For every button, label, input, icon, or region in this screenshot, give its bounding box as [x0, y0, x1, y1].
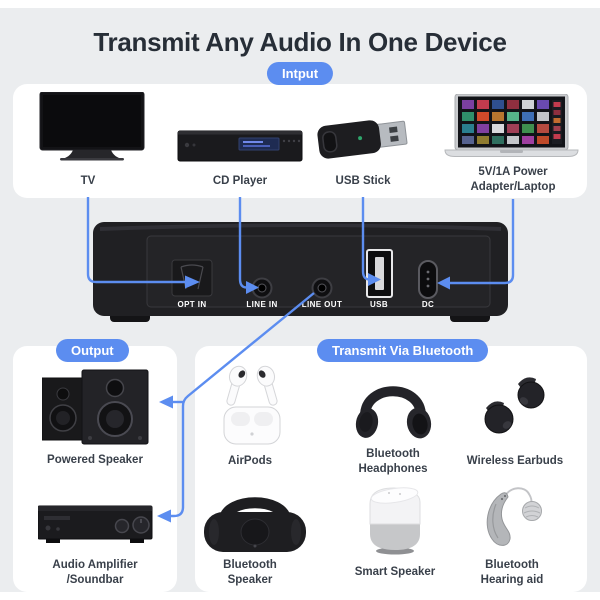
port-label-line-out: LINE OUT	[302, 300, 343, 309]
laptop-icon	[444, 94, 579, 157]
label-powered-speaker: Powered Speaker	[47, 454, 143, 466]
input-badge: Intput	[266, 62, 334, 85]
powered-speaker-icon	[42, 369, 149, 445]
label-laptop: 5V/1A Power Adapter/Laptop	[470, 166, 556, 193]
label-audio-amplifier: Audio Amplifier /Soundbar	[52, 559, 138, 586]
hearing-aid-icon	[486, 487, 542, 546]
output-badge: Output	[56, 339, 129, 362]
airpods-icon	[223, 365, 281, 445]
label-bluetooth-speaker: Bluetooth Speaker	[223, 559, 277, 586]
wireless-earbuds-icon	[484, 377, 545, 434]
label-bluetooth-headphones: Bluetooth Headphones	[358, 448, 428, 475]
bluetooth-badge: Transmit Via Bluetooth	[317, 339, 489, 362]
label-airpods: AirPods	[227, 455, 273, 467]
label-wireless-earbuds: Wireless Earbuds	[466, 455, 564, 467]
label-cd-player: CD Player	[212, 175, 268, 187]
bluetooth-speaker-icon	[204, 497, 306, 552]
port-label-usb: USB	[370, 300, 388, 309]
audio-amplifier-icon	[38, 505, 153, 543]
usb-stick-icon	[317, 120, 408, 159]
tv-icon	[39, 92, 145, 161]
port-label-line-in: LINE IN	[246, 300, 277, 309]
page-title: Transmit Any Audio In One Device	[93, 27, 507, 57]
port-label-dc: DC	[422, 300, 434, 309]
label-tv: TV	[80, 175, 96, 187]
bluetooth-headphones-icon	[355, 386, 432, 439]
cd-player-icon	[177, 130, 303, 162]
label-bluetooth-hearing-aid: Bluetooth Hearing aid	[480, 559, 544, 586]
label-smart-speaker: Smart Speaker	[354, 566, 436, 578]
transmitter-device: OPT IN LINE IN LINE OUT USB DC	[93, 222, 508, 322]
smart-speaker-icon	[369, 487, 421, 555]
port-label-opt-in: OPT IN	[177, 300, 206, 309]
label-usb-stick: USB Stick	[335, 175, 391, 187]
